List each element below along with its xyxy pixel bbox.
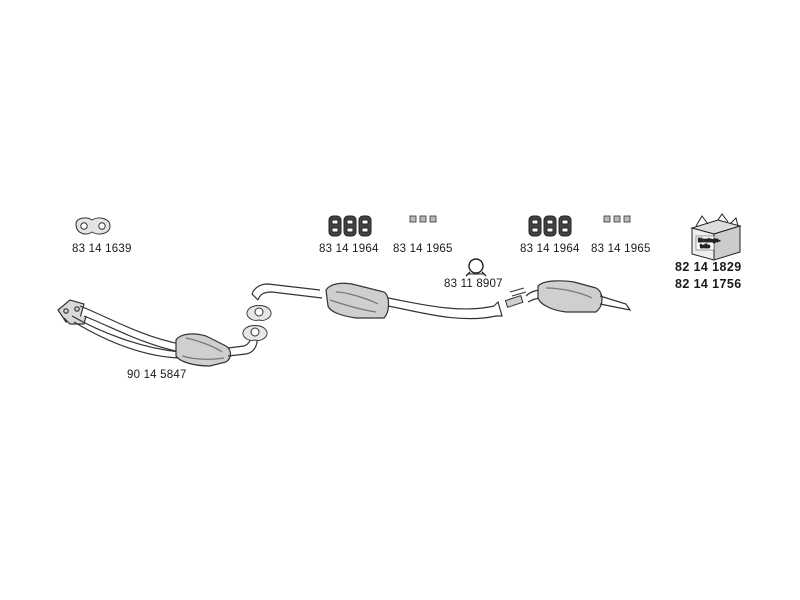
flange-gasket-icon [75,217,111,235]
mounting-kit-box-icon: Montage- teile [690,213,742,261]
rubber-hanger-icon [328,215,372,237]
flange-gasket-small [242,305,272,341]
part-number-clamp: 83 11 8907 [444,278,503,290]
part-number-rubber-hanger-1: 83 14 1964 [319,243,379,255]
part-number-hanger-clip-2: 83 14 1965 [591,243,651,255]
part-number-mounting-kit-2: 82 14 1756 [675,277,742,291]
catalytic-converter [175,333,232,367]
hanger-clip-icon [409,215,437,223]
mounting-kit-box-text-1: Montage- [698,238,721,244]
manifold-flange [57,299,85,323]
rubber-hanger-icon [528,215,572,237]
rear-pipe-connector [504,287,527,308]
part-number-front-pipe: 90 14 5847 [127,369,187,381]
rear-silencer [525,280,632,313]
part-number-rubber-hanger-2: 83 14 1964 [520,243,580,255]
mounting-kit-box-text-2: teile [700,244,710,250]
pipe-clamp-icon [465,258,487,277]
part-number-hanger-clip-1: 83 14 1965 [393,243,453,255]
hanger-clip-icon [603,215,631,223]
front-pipe-with-catalytic-converter [57,299,259,367]
part-number-gasket: 83 14 1639 [72,243,132,255]
part-number-mounting-kit-1: 82 14 1829 [675,260,742,274]
center-silencer [325,282,390,319]
center-pipe-with-silencer [251,282,503,320]
